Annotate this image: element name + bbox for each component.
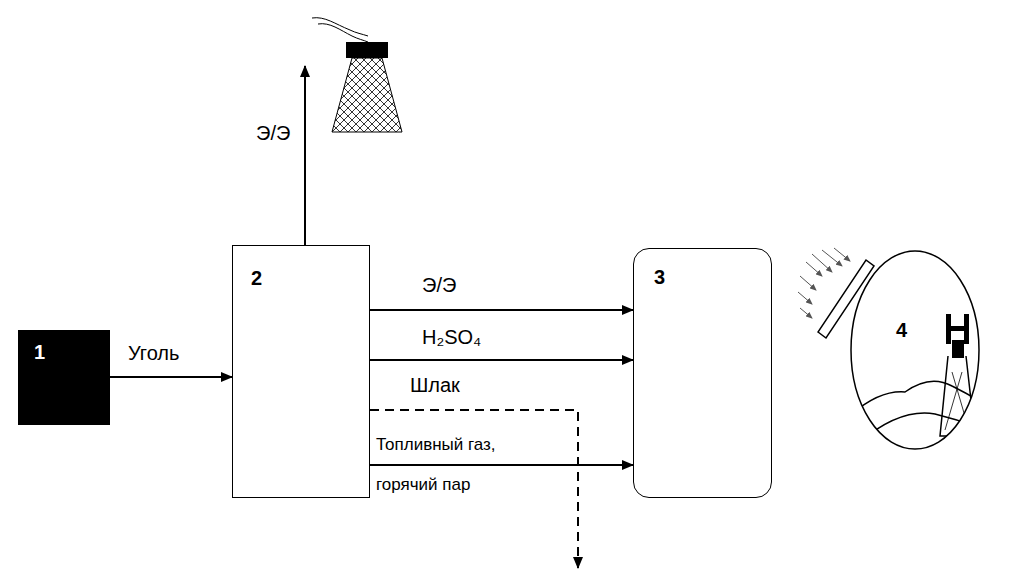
callout-number: 1 — [34, 342, 94, 362]
slag-line — [370, 410, 578, 568]
circle-outline — [850, 250, 980, 450]
callout-number: 2 — [251, 268, 351, 288]
flow-label: Уголь — [126, 342, 181, 365]
process-box: 2 — [232, 245, 370, 498]
process-box: 1 — [18, 330, 110, 425]
flow-label: Э/Э — [420, 274, 458, 297]
region-circle: 4 — [850, 250, 980, 450]
flow-label: H₂SO₄ — [420, 326, 483, 349]
flow-label: Э/Э — [254, 122, 292, 145]
lamp-icon — [312, 18, 402, 132]
flow-label: Топливный газ, горячий пар — [374, 425, 528, 505]
process-box: 3 — [633, 248, 772, 498]
flow-arrow — [370, 309, 633, 311]
callout-number: 4 — [896, 320, 907, 340]
flow-label: Шлак — [408, 374, 462, 397]
flow-arrow — [370, 359, 633, 361]
flow-arrow — [110, 376, 232, 378]
flow-arrow — [370, 464, 633, 466]
callout-number: 3 — [654, 267, 751, 287]
power-arrow — [304, 66, 306, 245]
